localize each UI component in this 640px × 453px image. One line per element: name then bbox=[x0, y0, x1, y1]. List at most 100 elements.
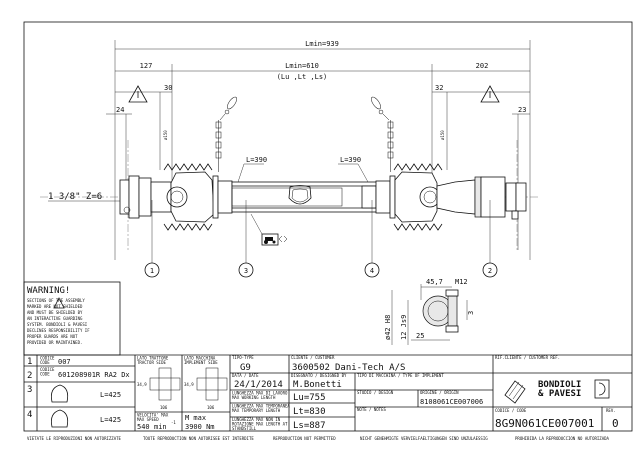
balloon-2: 2 bbox=[482, 200, 498, 278]
part-value-1: 007 bbox=[58, 358, 71, 366]
warning-triangle-icon bbox=[128, 85, 148, 103]
design-label: STUDIO / DESIGN bbox=[357, 390, 394, 395]
designer-value: M.Bonetti bbox=[293, 380, 342, 390]
drawing-frame bbox=[23, 21, 633, 432]
standstill-length-value: Ls=887 bbox=[293, 421, 326, 431]
speed-exp: -1 bbox=[171, 420, 176, 425]
pto-shaft bbox=[119, 163, 527, 231]
customer-ref-label: RIF.CLIENTE / CUSTOMER REF. bbox=[495, 355, 560, 360]
tractor-icon bbox=[250, 213, 288, 246]
dim-middle-sub: (Lu ,Lt ,Ls) bbox=[277, 73, 328, 81]
torque-value: 3900 Nm bbox=[185, 423, 215, 431]
section-key: 12 Js9 bbox=[400, 315, 408, 340]
section-bore: ø42 H8 bbox=[384, 315, 392, 340]
client-name: Dani-Tech A/S bbox=[335, 363, 405, 373]
working-length-value: Lu=755 bbox=[293, 393, 326, 403]
origin-value: 8108061CE007006 bbox=[420, 398, 483, 406]
tube-left-length: L=390 bbox=[246, 156, 267, 164]
dim-right-30: 32 bbox=[435, 84, 443, 92]
reproduction-notice: VIETATE LE RIPRODUZIONI NON AUTORIZZATE … bbox=[27, 436, 610, 441]
speed-value: 540 bbox=[137, 423, 150, 431]
part-value-3: L=425 bbox=[100, 391, 121, 399]
title-block bbox=[24, 354, 632, 431]
dim-left-30: 30 bbox=[164, 84, 172, 92]
svg-text:DECLINES RESPONSIBILITY IF: DECLINES RESPONSIBILITY IF bbox=[27, 328, 90, 333]
client-code: 3600502 bbox=[292, 363, 330, 373]
part-num-1: 1 bbox=[27, 357, 32, 367]
cross-joint-icon bbox=[149, 367, 228, 401]
section-width: 45,7 bbox=[426, 278, 443, 286]
svg-text:SECTIONS OF THE ASSEMBLY: SECTIONS OF THE ASSEMBLY bbox=[27, 298, 85, 303]
svg-text:VIETATE LE RIPRODUZIONI NON AU: VIETATE LE RIPRODUZIONI NON AUTORIZZATE bbox=[27, 436, 122, 441]
type-value: G9 bbox=[240, 363, 251, 373]
spline-label: 1 3/8" Z=6 bbox=[48, 192, 102, 202]
svg-text:1: 1 bbox=[150, 267, 154, 275]
dim-left-end: 127 bbox=[140, 62, 153, 70]
dim-middle: Lmin=610 bbox=[285, 62, 319, 70]
part-value-2: 601208901R RA2 Dx bbox=[58, 371, 130, 379]
machine-type-label: TIPO DI MACCHINA / TYPE OF IMPLEMENT bbox=[357, 373, 444, 378]
temporary-length-value: Lt=830 bbox=[293, 407, 326, 417]
section-depth: 3 bbox=[467, 311, 475, 315]
dim-right-23: 23 bbox=[518, 106, 526, 114]
notes-label: NOTE / NOTES bbox=[357, 407, 386, 412]
date-value: 24/1/2014 bbox=[234, 380, 283, 390]
warning-triangle-icon bbox=[480, 85, 500, 103]
origin-label: ORIGINE / ORIGIN bbox=[420, 390, 459, 395]
svg-text:PROPER GUARDS ARE NOT: PROPER GUARDS ARE NOT bbox=[27, 334, 78, 339]
svg-text:NICHT GENEHMIGTE VERVIELFAELTI: NICHT GENEHMIGTE VERVIELFAELTIGUNGEN SIN… bbox=[360, 436, 488, 441]
svg-text:3: 3 bbox=[244, 267, 248, 275]
svg-text:BONDIOLI& PAVESI: BONDIOLI& PAVESI bbox=[538, 380, 581, 399]
dim-left-dia: ø150 bbox=[163, 130, 168, 140]
tube-right-length: L=390 bbox=[340, 156, 361, 164]
safety-chain-right bbox=[371, 96, 394, 172]
svg-text:PROHIBIDA LA REPRODUCCION NO A: PROHIBIDA LA REPRODUCCION NO AUTORIZADA bbox=[515, 436, 610, 441]
joint-width-implement: 106 bbox=[207, 405, 215, 410]
svg-text:REPRODUCTION NOT PERMITTED: REPRODUCTION NOT PERMITTED bbox=[273, 436, 336, 441]
client-label: CLIENTE / CUSTOMER bbox=[291, 355, 335, 360]
section-bolt: M12 bbox=[455, 278, 468, 286]
svg-text:AN INTERACTIVE GUARDING: AN INTERACTIVE GUARDING bbox=[27, 316, 83, 321]
dimension-lines bbox=[106, 40, 531, 260]
svg-text:4: 4 bbox=[370, 267, 374, 275]
dim-right-dia: ø150 bbox=[440, 130, 445, 140]
part-num-3: 3 bbox=[27, 385, 32, 395]
part-value-4: L=425 bbox=[100, 416, 121, 424]
part-num-2: 2 bbox=[27, 371, 32, 381]
code-label: CODICE / CODE bbox=[495, 408, 527, 413]
warning-inline-triangle-icon bbox=[53, 297, 65, 309]
drawing-code: 8G9N061CE007001 bbox=[495, 417, 594, 430]
tube-profile-icon bbox=[50, 409, 69, 428]
dim-right-end: 202 bbox=[476, 62, 489, 70]
warning-title: WARNING! bbox=[27, 286, 70, 296]
warning-text: SECTIONS OF THE ASSEMBLY MARKED ARE NOT … bbox=[27, 298, 90, 345]
clamp-section-detail bbox=[391, 284, 468, 345]
svg-text:PROVIDED OR MAINTAINED.: PROVIDED OR MAINTAINED. bbox=[27, 340, 82, 345]
joint-height-implement: 34,9 bbox=[184, 382, 194, 387]
part-num-4: 4 bbox=[27, 410, 32, 420]
type-label: TIPO-TYPE bbox=[232, 355, 254, 360]
svg-text:SYSTEM. BONDIOLI & PAVESI: SYSTEM. BONDIOLI & PAVESI bbox=[27, 322, 88, 327]
section-offset: 25 bbox=[416, 332, 424, 340]
svg-text:AND MUST BE SHIELDED BY: AND MUST BE SHIELDED BY bbox=[27, 310, 83, 315]
joint-height-tractor: 34,9 bbox=[137, 382, 147, 387]
dim-left-24: 24 bbox=[116, 106, 124, 114]
balloon-3: 3 bbox=[238, 200, 254, 278]
tube-profile-icon bbox=[50, 384, 69, 403]
bondioli-pavesi-logo: BONDIOLI& PAVESI bbox=[504, 379, 610, 404]
joint-width-tractor: 106 bbox=[160, 405, 168, 410]
designer-label: DISEGNATO / DESIGNED BY bbox=[291, 373, 347, 378]
dim-overall: Lmin=939 bbox=[305, 40, 339, 48]
torque-label: M max bbox=[185, 414, 206, 422]
revision-label: REV. bbox=[606, 408, 616, 413]
date-label: DATA / DATE bbox=[232, 373, 259, 378]
